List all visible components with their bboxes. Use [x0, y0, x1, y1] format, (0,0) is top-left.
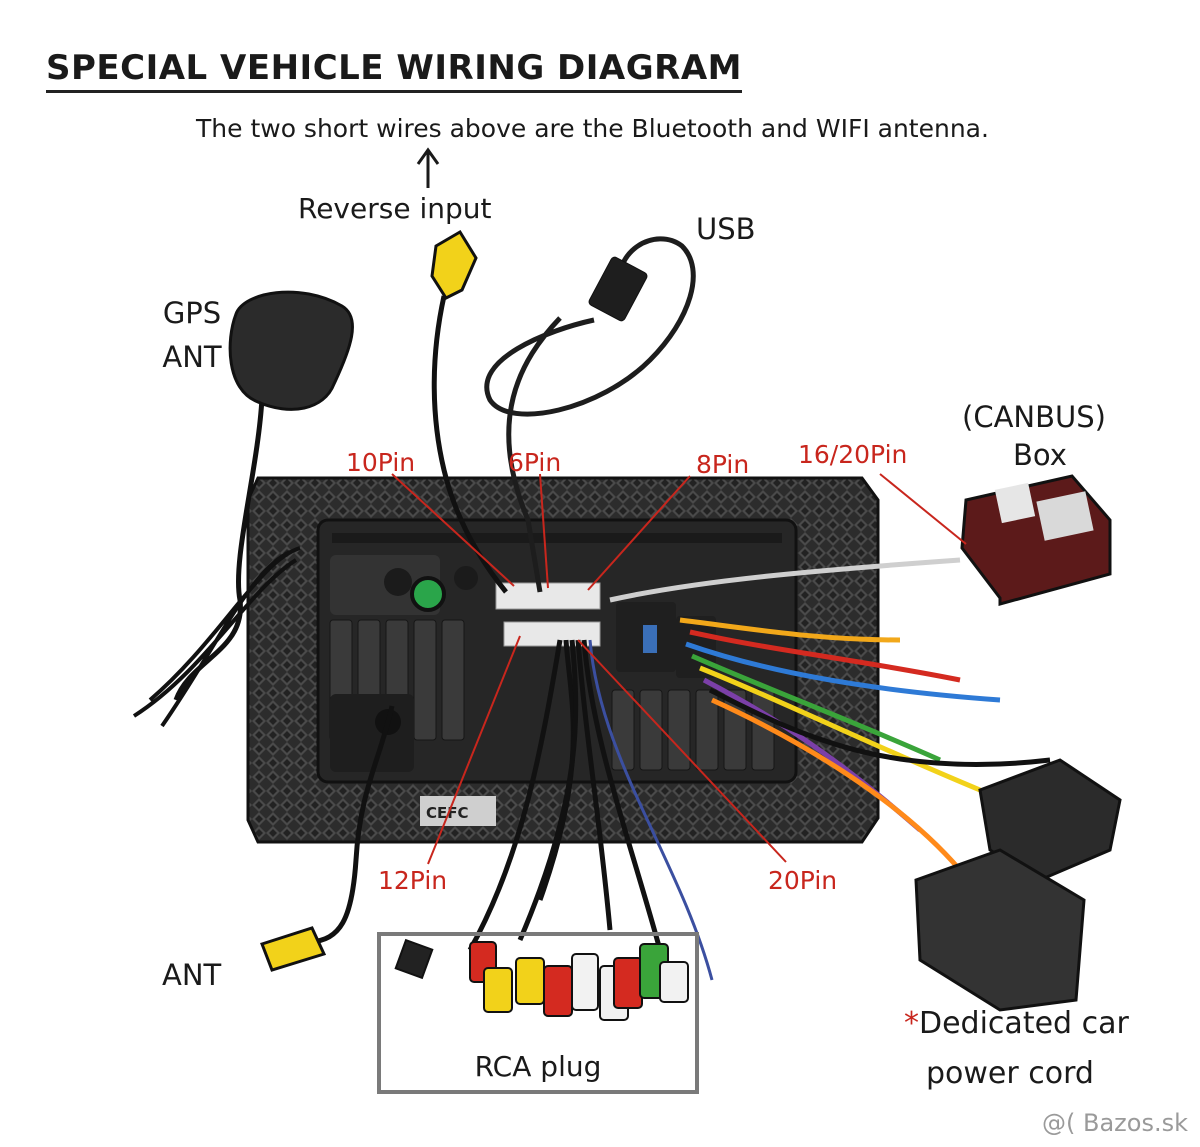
diagram-title: SPECIAL VEHICLE WIRING DIAGRAM: [46, 48, 742, 93]
label-rca-plug: RCA plug: [474, 1050, 602, 1083]
label-power-line2: power cord: [926, 1056, 1094, 1091]
canbus-box: [960, 474, 1112, 606]
ant-cable: [260, 705, 395, 972]
label-12pin: 12Pin: [378, 866, 448, 895]
label-canbus-line2: Box: [1013, 438, 1067, 472]
label-usb: USB: [696, 212, 756, 246]
rca-plug-frame: [377, 932, 699, 1094]
label-6pin: 6Pin: [508, 448, 562, 477]
label-canbus-line1: (CANBUS): [962, 400, 1106, 434]
subtitle: The two short wires above are the Blueto…: [196, 114, 989, 143]
gps-antenna: [132, 290, 354, 728]
watermark: @( Bazos.sk: [1042, 1109, 1188, 1137]
label-gps-line2: ANT: [162, 340, 222, 374]
label-ant: ANT: [162, 958, 222, 992]
ce-fc-mark: CEFC: [426, 804, 469, 822]
reverse-input-cable: [430, 229, 508, 594]
asterisk-mark: *: [904, 1006, 919, 1041]
pin-leader-lines: [391, 473, 967, 865]
label-10pin: 10Pin: [346, 448, 416, 477]
label-16-20pin: 16/20Pin: [798, 440, 908, 469]
label-power-text1: Dedicated car: [919, 1006, 1129, 1041]
up-arrow-icon: [416, 147, 440, 188]
power-harness: [609, 557, 1051, 872]
rca-plugs: [394, 938, 689, 1021]
power-connectors: [914, 758, 1122, 1012]
label-power-line1: *Dedicated car: [904, 1006, 1129, 1041]
label-20pin: 20Pin: [768, 866, 838, 895]
head-unit: CEFC: [246, 476, 880, 844]
usb-cable: [484, 236, 696, 593]
label-reverse-input: Reverse input: [298, 192, 492, 225]
label-gps-line1: GPS: [162, 296, 222, 330]
label-8pin: 8Pin: [696, 450, 750, 479]
